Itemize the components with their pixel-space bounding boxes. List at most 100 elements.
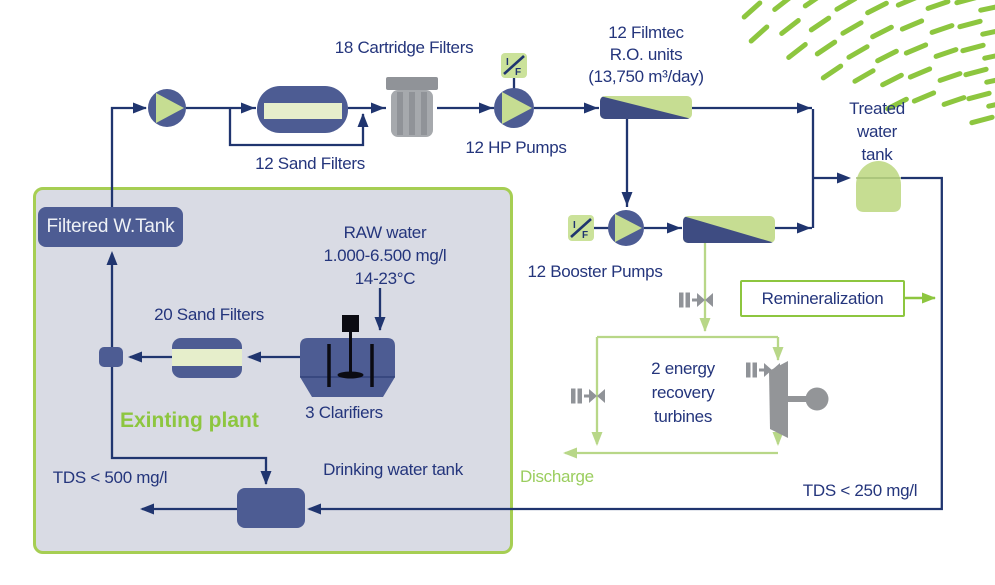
decorative-dashes-pattern [741, 0, 995, 126]
sand-filter-bypass-line [228, 108, 365, 147]
decorative-dash [772, 0, 794, 12]
ro-units-label: 12 Filmtec R.O. units (13,750 m³/day) [588, 23, 704, 86]
decorative-dash [895, 0, 921, 8]
if-instrument-hp-icon: I F [501, 53, 527, 78]
arrowhead-icon [699, 318, 711, 332]
svg-text:F: F [582, 230, 588, 241]
treated-water-tank-icon [856, 161, 901, 212]
arrowhead-icon [837, 172, 851, 184]
booster-pump-icon [608, 210, 644, 246]
decorative-dash [852, 68, 876, 84]
decorative-dash [957, 18, 983, 30]
decorative-dash [929, 23, 955, 35]
decorative-dash [865, 0, 889, 16]
decorative-dash [802, 0, 826, 9]
decorative-dash [911, 90, 937, 104]
decorative-dash [907, 66, 933, 80]
arrowhead-icon [797, 222, 811, 234]
arrowhead-icon [591, 432, 603, 446]
ro-unit-2-icon [683, 216, 775, 243]
decorative-dash [941, 95, 967, 107]
discharge-label: Discharge [520, 467, 594, 486]
hp-pumps-label: 12 HP Pumps [465, 138, 567, 157]
valve-icon [679, 292, 713, 308]
turbine-generator-icon [769, 361, 829, 438]
arrowhead-icon [772, 432, 784, 446]
svg-text:F: F [515, 67, 521, 78]
if-instrument-booster-icon: I F [568, 215, 594, 241]
decorative-dash [846, 44, 870, 60]
booster-pumps-label: 12 Booster Pumps [527, 262, 663, 281]
decorative-dash [899, 18, 925, 32]
sand-filter-unit-icon [257, 86, 348, 133]
decorative-dash [834, 0, 858, 12]
decorative-dash [966, 90, 992, 102]
decorative-dash [880, 72, 904, 88]
decorative-dash [963, 66, 989, 78]
drinking-tank-label: Drinking water tank [323, 460, 463, 479]
cartridge-filter-icon [386, 77, 438, 137]
decorative-dash [820, 63, 844, 81]
arrowhead-icon [307, 503, 321, 515]
ro-unit-1-icon [600, 96, 692, 119]
treated-water-return-line [309, 176, 943, 511]
svg-text:I: I [506, 57, 509, 68]
junction-node-icon [99, 347, 123, 367]
existing-plant-title: Exinting plant [120, 409, 259, 432]
decorative-dash [903, 42, 929, 56]
arrowhead-icon [621, 192, 633, 206]
decorative-dash [748, 24, 770, 44]
arrowhead-icon [667, 222, 681, 234]
tds-500-label: TDS < 500 mg/l [52, 468, 168, 487]
treated-tank-label: Treated water tank [849, 99, 905, 164]
decorative-dash [779, 18, 801, 36]
arrowhead-icon [563, 447, 577, 459]
decorative-dash [978, 3, 995, 13]
decorative-dash [741, 0, 763, 20]
arrowhead-icon [247, 351, 261, 363]
decorative-dash [984, 75, 995, 85]
decorative-dash [986, 99, 995, 109]
arrowhead-icon [479, 102, 493, 114]
decorative-dash [840, 20, 864, 36]
raw-water-label: RAW water 1.000-6.500 mg/l 14-23°C [323, 223, 447, 288]
tds-250-label: TDS < 250 mg/l [802, 481, 918, 500]
hp-pump-icon [494, 88, 534, 128]
flow-arrowheads [106, 102, 936, 515]
decorative-dash [960, 42, 986, 54]
decorative-dash [808, 15, 832, 33]
arrowhead-icon [140, 503, 154, 515]
arrowhead-icon [797, 102, 811, 114]
energy-recovery-label: 2 energy recovery turbines [651, 359, 715, 426]
arrowhead-icon [128, 351, 142, 363]
valve-icon [571, 388, 605, 404]
decorative-dash [925, 0, 951, 11]
brine-discharge-lines [565, 243, 780, 455]
arrowhead-icon [133, 102, 147, 114]
decorative-dash [814, 39, 838, 57]
decorative-dash [885, 96, 909, 112]
svg-text:I: I [573, 220, 576, 231]
drinking-water-tank-icon [237, 488, 305, 528]
arrowhead-icon [584, 102, 598, 114]
decorative-dash [954, 0, 980, 6]
decorative-dash [870, 24, 894, 40]
arrowhead-icon [772, 347, 784, 361]
arrowhead-icon [374, 317, 386, 331]
remineralization-box: Remineralization [740, 280, 905, 317]
decorative-dash [937, 71, 963, 83]
clarifiers-label: 3 Clarifiers [305, 403, 383, 422]
arrowhead-icon [922, 292, 936, 304]
intake-pump-icon [148, 89, 186, 127]
decorative-dash [980, 27, 995, 37]
arrowhead-icon [357, 113, 369, 127]
arrowhead-icon [371, 102, 385, 114]
decorative-dash [786, 42, 808, 60]
cartridge-filters-label: 18 Cartridge Filters [334, 38, 474, 57]
sand-filter-20-icon [172, 338, 242, 378]
decorative-dash [969, 114, 995, 126]
decorative-dash [933, 47, 959, 59]
filtered-water-tank: Filtered W.Tank [38, 207, 183, 247]
